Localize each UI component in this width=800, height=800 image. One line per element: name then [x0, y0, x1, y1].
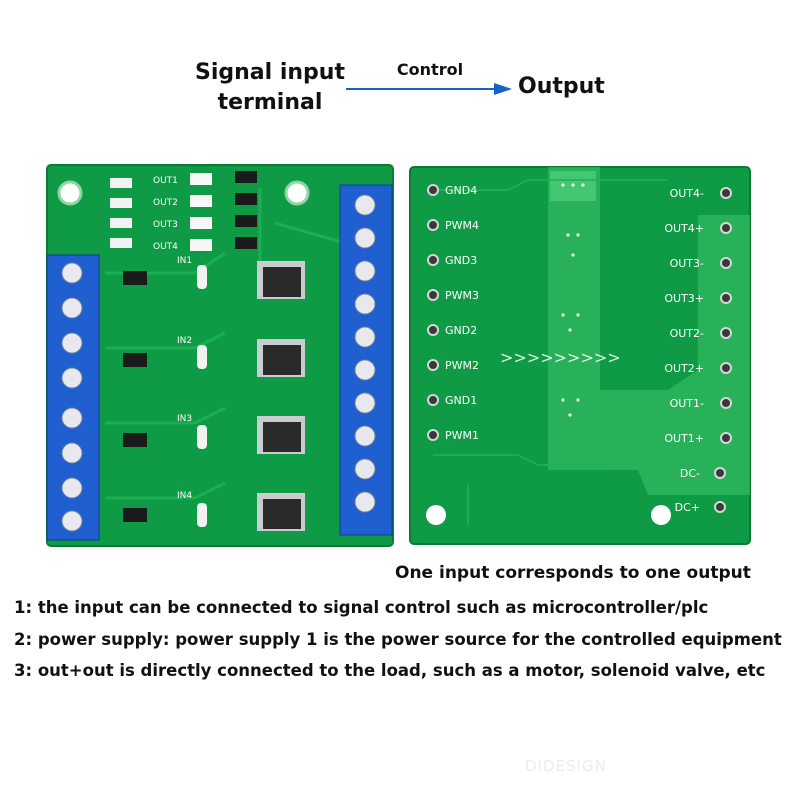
back-left-pin-label: PWM2 — [445, 359, 479, 372]
back-right-pin-label: OUT3- — [670, 257, 704, 270]
front-in-label: IN1 — [177, 256, 192, 266]
front-out-label: OUT2 — [153, 198, 178, 208]
back-right-pin-label: OUT3+ — [664, 292, 704, 305]
front-left-terminal — [46, 254, 100, 541]
back-left-pin-label: GND1 — [445, 394, 477, 407]
back-left-pin-label: GND3 — [445, 254, 477, 267]
front-out-label: OUT3 — [153, 220, 178, 230]
back-right-pin-label: OUT2- — [670, 327, 704, 340]
front-out-label: OUT4 — [153, 242, 178, 252]
front-mosfets — [257, 261, 305, 531]
back-right-pin-label: OUT4- — [670, 187, 704, 200]
back-left-pin-label: GND4 — [445, 184, 477, 197]
back-left-pin-label: PWM3 — [445, 289, 479, 302]
back-right-pin-label: DC+ — [675, 501, 700, 514]
caption-text: One input corresponds to one output — [395, 563, 751, 583]
back-right-pin-label: OUT1- — [670, 397, 704, 410]
output-label: Output — [518, 74, 605, 99]
front-pcb-photo: OUT1 OUT2 OUT3 OUT4 — [46, 164, 394, 547]
front-in-label: IN4 — [177, 491, 192, 501]
control-arrow-icon — [346, 83, 512, 95]
signal-input-line1: Signal input — [195, 60, 345, 85]
front-in-label: IN3 — [177, 414, 192, 424]
back-right-pin-label: OUT1+ — [664, 432, 704, 445]
control-label: Control — [396, 60, 464, 79]
note-2: 2: power supply: power supply 1 is the p… — [14, 630, 782, 649]
back-left-pin-label: PWM4 — [445, 219, 479, 232]
front-right-terminal — [339, 184, 393, 536]
back-right-pin-label: OUT2+ — [664, 362, 704, 375]
front-in-label: IN2 — [177, 336, 192, 346]
signal-input-line2: terminal — [217, 90, 323, 115]
back-pcb-photo: >>>>>>>>> GND4 PWM4 GND3 PWM3 GND2 PWM2 … — [409, 166, 751, 545]
note-1: 1: the input can be connected to signal … — [14, 598, 709, 617]
front-out-leds — [110, 173, 212, 251]
back-right-pin-label: OUT4+ — [664, 222, 704, 235]
back-left-pin-label: GND2 — [445, 324, 477, 337]
back-right-pin-label: DC- — [680, 467, 700, 480]
back-left-pin-label: PWM1 — [445, 429, 479, 442]
note-3: 3: out+out is directly connected to the … — [14, 661, 766, 680]
svg-text:>>>>>>>>>: >>>>>>>>> — [500, 348, 621, 367]
signal-input-heading: Signal input terminal — [170, 58, 370, 118]
watermark-text: DIDESIGN — [525, 757, 607, 775]
front-out-label: OUT1 — [153, 176, 178, 186]
